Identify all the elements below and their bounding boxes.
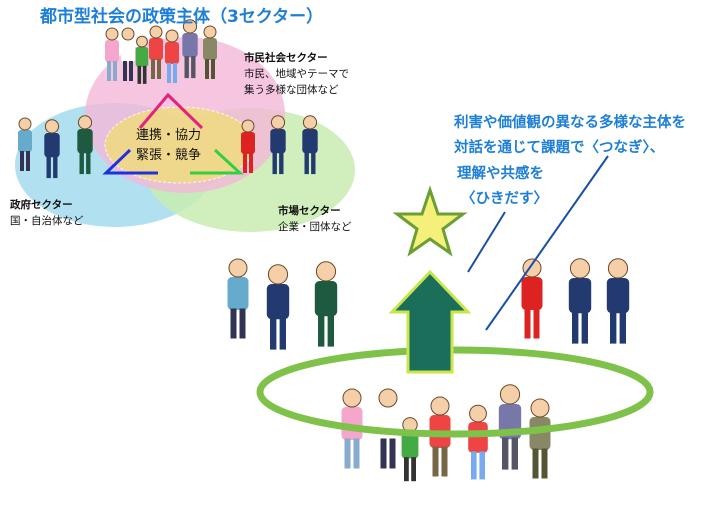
person-figure: [165, 29, 179, 83]
person-figure: [121, 27, 135, 81]
person-figure: [241, 119, 255, 173]
person-figure: [135, 35, 149, 84]
person-figure: [606, 258, 630, 344]
message-line: 対話を通じて課題で〈つなぎ〉、: [454, 140, 665, 156]
government-sector-desc: 国・自治体など: [10, 215, 84, 227]
market-sector-label: 市場セクター 企業・団体など: [278, 203, 352, 235]
civil-sector-name: 市民社会セクター: [244, 52, 328, 64]
page-title: 都市型社会の政策主体（3セクター）: [40, 7, 324, 27]
person-figure: [149, 25, 163, 79]
person-figure: [227, 258, 249, 339]
person-figure: [529, 398, 551, 479]
civil-sector-desc: 市民、地域やテーマで: [244, 68, 349, 80]
person-figure: [302, 115, 318, 175]
person-figure: [521, 258, 543, 339]
person-figure: [314, 261, 338, 347]
person-figure: [568, 258, 592, 344]
pink-arrow: [138, 92, 204, 130]
center-text: 連携・協力 緊張・競争: [136, 126, 201, 166]
person-figure: [18, 117, 32, 171]
center-line: 連携・協力: [136, 128, 202, 143]
person-figure: [44, 119, 60, 179]
person-figure: [498, 384, 522, 470]
up-arrow-icon: [388, 269, 472, 374]
person-figure: [77, 115, 93, 175]
message-line: 利害や価値観の異なる多様な主体を: [454, 115, 686, 131]
market-sector-desc: 企業・団体など: [278, 221, 352, 233]
pointer-line: [485, 155, 609, 331]
message-line: 理解や共感を: [457, 166, 544, 182]
government-sector-name: 政府セクター: [10, 199, 73, 211]
blue-arrow: [102, 148, 158, 175]
person-figure: [203, 25, 217, 79]
message-line: 〈ひきだす〉: [461, 191, 548, 207]
civil-sector-label: 市民社会セクター 市民、地域やテーマで 集う多様な団体など: [244, 50, 349, 98]
grass-ring: [256, 346, 654, 438]
government-sector-label: 政府セクター 国・自治体など: [10, 197, 84, 229]
person-figure: [270, 115, 286, 175]
venn-arrows: [102, 92, 244, 175]
market-sector-name: 市場セクター: [278, 205, 341, 217]
center-line: 緊張・競争: [136, 148, 202, 163]
person-figure: [105, 27, 119, 81]
pointer-line: [467, 211, 506, 273]
person-figure: [182, 19, 198, 79]
green-arrow: [190, 148, 244, 175]
people-figures: [18, 19, 630, 482]
civil-sector-desc: 集う多様な団体など: [244, 84, 339, 96]
star-icon: [392, 185, 468, 257]
person-figure: [401, 417, 419, 482]
person-figure: [266, 264, 290, 350]
person-figure: [468, 404, 488, 480]
